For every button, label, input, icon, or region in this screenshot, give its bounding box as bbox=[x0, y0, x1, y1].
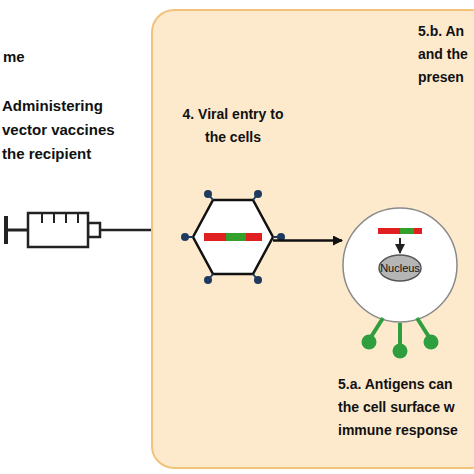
syringe-needle bbox=[100, 229, 151, 232]
syringe-mark bbox=[53, 213, 55, 223]
entry-arrow bbox=[273, 239, 342, 242]
step-label: me bbox=[3, 45, 43, 68]
syringe-mark bbox=[77, 213, 79, 223]
cell-nucleus bbox=[379, 255, 421, 281]
viral-gene-bar bbox=[204, 233, 262, 241]
syringe-plunger bbox=[8, 229, 28, 232]
transcription-arrow bbox=[399, 238, 401, 253]
gene-segment bbox=[414, 228, 422, 234]
antigen-head bbox=[362, 335, 377, 350]
spike-dot bbox=[254, 190, 262, 198]
spike-dot bbox=[204, 276, 212, 284]
antigen-head bbox=[393, 344, 408, 359]
antigen-stem bbox=[398, 323, 402, 345]
cell-node: 5.a. Antigens can the cell surface w imm… bbox=[342, 207, 458, 323]
capsid-spikes bbox=[181, 190, 285, 284]
antigen-stem bbox=[417, 318, 429, 337]
spike-dot bbox=[254, 276, 262, 284]
syringe-barrel bbox=[28, 213, 88, 247]
gene-segment bbox=[378, 228, 400, 234]
antigen-head bbox=[424, 335, 439, 350]
syringe-thumb-plate bbox=[4, 216, 8, 244]
gene-segment bbox=[400, 228, 414, 234]
surface-antigens bbox=[362, 318, 439, 359]
spike-dot bbox=[204, 190, 212, 198]
gene-segment bbox=[246, 233, 262, 241]
step-heading: 4. Viral entry to the cells bbox=[178, 103, 288, 149]
host-cell bbox=[343, 208, 457, 322]
spike-dot bbox=[181, 233, 189, 241]
node-label: Nucleus bbox=[378, 254, 422, 282]
step-label: 5.b. An and the presen bbox=[418, 20, 474, 89]
body-panel bbox=[152, 10, 474, 468]
step-label: Administering vector vaccines the recipi… bbox=[2, 94, 120, 166]
cell-gene-bar bbox=[378, 228, 422, 253]
syringe-hub bbox=[88, 223, 100, 237]
syringe-mark bbox=[65, 213, 67, 223]
step-heading: 5.a. Antigens can the cell surface w imm… bbox=[338, 373, 472, 442]
gene-segment bbox=[226, 233, 246, 241]
gene-segment bbox=[204, 233, 226, 241]
syringe-symbol bbox=[6, 213, 151, 247]
antigen-stem bbox=[371, 318, 383, 337]
syringe-mark bbox=[41, 213, 43, 223]
virus-capsid bbox=[193, 200, 273, 274]
nucleus-node: Nucleus bbox=[378, 254, 422, 282]
